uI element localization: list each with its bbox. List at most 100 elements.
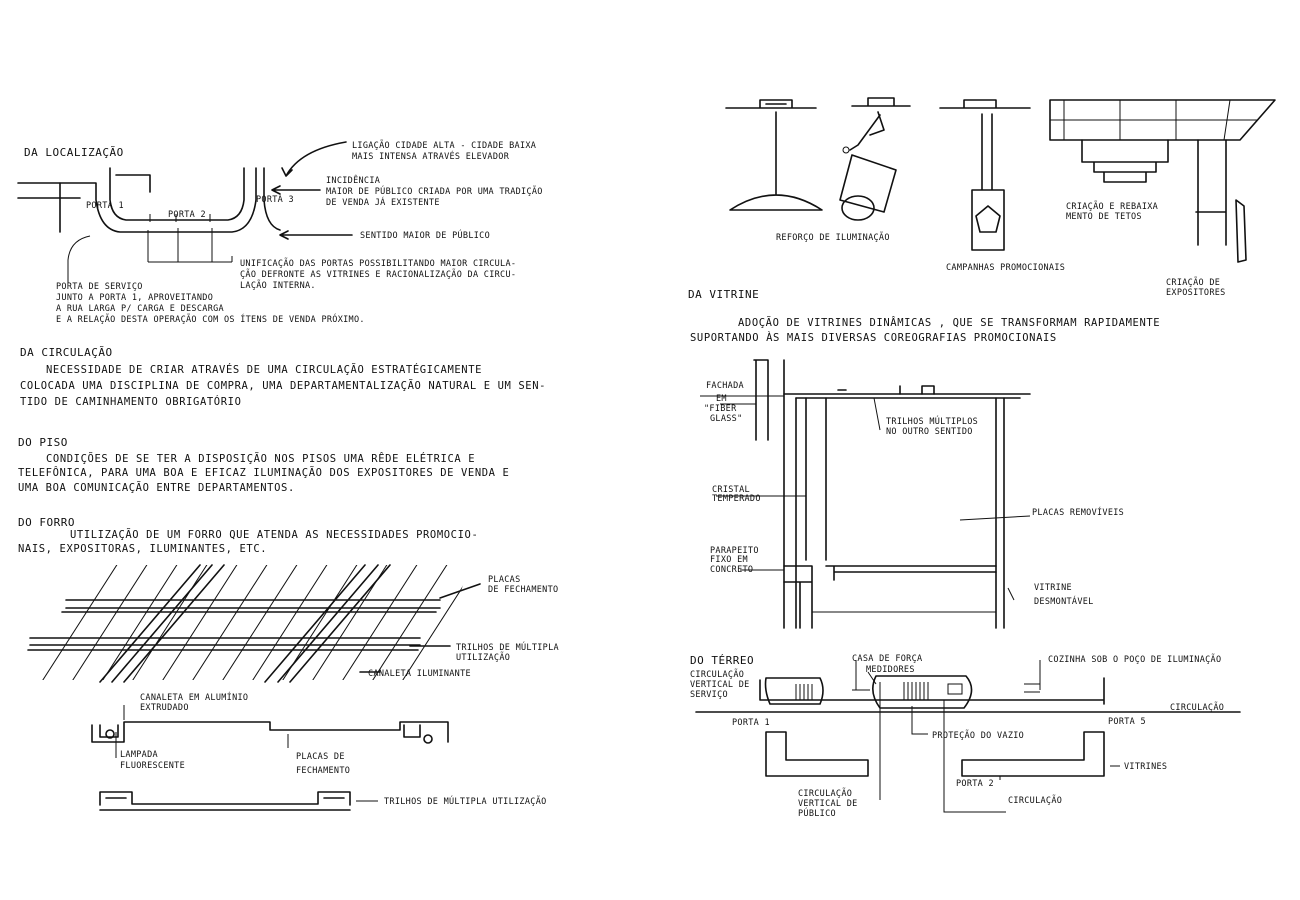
label-trilhos-multipla-utilizacao: TRILHOS DE MÚLTIPLA UTILIZAÇÃO [384, 795, 547, 807]
label-circulacao-bottom: CIRCULAÇÃO [1008, 795, 1062, 806]
rail-detail-sketch [99, 791, 378, 811]
label-lampada: LAMPADA FLUORESCENTE [120, 750, 185, 771]
svg-text:MAIOR DE PÚBLICO CRIADA POR: MAIOR DE PÚBLICO CRIADA POR UMA TRADIÇÃO [326, 185, 543, 197]
svg-text:LIGAÇÃO CIDADE ALTA - CIDADE: LIGAÇÃO CIDADE ALTA - CIDADE BAIXA [352, 140, 536, 151]
label-placas-removiveis: PLACAS REMOVÍVEIS [1032, 506, 1124, 518]
label-terreo-porta-1: PORTA 1 [732, 718, 770, 728]
svg-text:PLACAS: PLACAS [488, 575, 521, 585]
svg-text:CIRCULAÇÃO: CIRCULAÇÃO [690, 669, 744, 680]
label-vitrine-desmontavel: VITRINE DESMONTÁVEL [1034, 583, 1094, 607]
svg-text:VERTICAL DE: VERTICAL DE [798, 799, 858, 809]
svg-text:EXTRUDADO: EXTRUDADO [140, 703, 189, 713]
heading-circulacao: DA CIRCULAÇÃO [20, 346, 113, 359]
label-parapeito-concreto: PARAPEITO FIXO EM CONCRETO [710, 546, 759, 575]
svg-text:PARAPEITO: PARAPEITO [710, 546, 759, 556]
svg-text:MAIS INTENSA ATRAVÉS ELEVAD: MAIS INTENSA ATRAVÉS ELEVADOR [352, 150, 510, 162]
svg-text:FACHADA: FACHADA [706, 381, 744, 391]
svg-text:TIDO DE CAMINHAMENTO OBR: TIDO DE CAMINHAMENTO OBRIGATÓRIO [20, 395, 242, 408]
svg-text:DE FECHAMENTO: DE FECHAMENTO [488, 585, 558, 595]
label-rebaixamento-tetos: CRIAÇÃO E REBAIXA MENTO DE TETOS [1066, 201, 1158, 222]
svg-text:CRIAÇÃO E REBAIXA: CRIAÇÃO E REBAIXA [1066, 201, 1158, 212]
ceiling-perspective-sketch [27, 564, 481, 683]
label-terreo-porta-5: PORTA 5 [1108, 717, 1146, 727]
svg-text:"FIBER: "FIBER [704, 404, 737, 414]
lighting-sketch-pendant [725, 99, 823, 211]
label-circulacao-right: CIRCULAÇÃO [1170, 702, 1224, 713]
svg-text:COLOCADA UMA DISCIPLINA DE: COLOCADA UMA DISCIPLINA DE COMPRA, UMA D… [20, 379, 546, 392]
label-casa-forca: CASA DE FORÇA [852, 654, 922, 664]
svg-text:A RUA LARGA P/ CARGA E DE: A RUA LARGA P/ CARGA E DESCARGA [56, 304, 224, 314]
vitrine-section-sketch [700, 359, 1031, 629]
label-canaleta-iluminante: CANALETA ILUMINANTE [368, 669, 471, 679]
label-cozinha: COZINHA SOB O POÇO DE ILUMINAÇÃO [1048, 654, 1221, 665]
vitrine-body: ADOÇÃO DE VITRINES DINÂMICAS , QUE SE TR… [690, 316, 1160, 344]
svg-text:CANALETA EM ALUMÍNIO: CANALETA EM ALUMÍNIO [140, 691, 248, 703]
heading-localizacao: DA LOCALIZAÇÃO [24, 146, 124, 159]
heading-terreo: DO TÉRREO [690, 654, 754, 667]
heading-vitrine: DA VITRINE [688, 288, 759, 301]
svg-text:SERVIÇO: SERVIÇO [690, 690, 728, 700]
svg-text:JUNTO A PORTA 1, APROVEITAND: JUNTO A PORTA 1, APROVEITANDO [56, 293, 213, 303]
label-trilhos-multiplos: TRILHOS MÚLTIPLOS NO OUTRO SENTIDO [886, 415, 978, 437]
promo-sketch-hanger [939, 99, 1031, 251]
svg-text:GLASS": GLASS" [710, 414, 743, 424]
label-canaleta-aluminio: CANALETA EM ALUMÍNIO EXTRUDADO [140, 691, 248, 713]
svg-text:CRISTAL: CRISTAL [712, 485, 750, 495]
label-trilhos-multipla: TRILHOS DE MÚLTIPLA UTILIZAÇÃO [456, 641, 559, 663]
forro-body: UTILIZAÇÃO DE UM FORRO QUE ATENDA AS NEC… [18, 528, 478, 555]
localizacao-note-incidencia: INCIDÊNCIA MAIOR DE PÚBLICO CRIADA POR U… [326, 174, 543, 208]
svg-text:UMA BOA COMUNICAÇÃO ENTRE: UMA BOA COMUNICAÇÃO ENTRE DEPARTAMENTOS. [18, 481, 295, 494]
svg-text:UTILIZAÇÃO DE UM FORRO: UTILIZAÇÃO DE UM FORRO QUE ATENDA AS NEC… [70, 528, 478, 541]
svg-text:PORTA DE SERVIÇO: PORTA DE SERVIÇO [56, 282, 143, 292]
label-campanhas-promocionais: CAMPANHAS PROMOCIONAIS [946, 263, 1065, 273]
svg-text:FIXO EM: FIXO EM [710, 555, 748, 565]
svg-text:TRILHOS MÚLTIPLOS: TRILHOS MÚLTIPLOS [886, 415, 978, 427]
svg-text:CONCRETO: CONCRETO [710, 565, 753, 575]
svg-text:VERTICAL DE: VERTICAL DE [690, 680, 750, 690]
svg-text:FLUORESCENTE: FLUORESCENTE [120, 761, 185, 771]
svg-text:NO OUTRO SENTIDO: NO OUTRO SENTIDO [886, 427, 973, 437]
svg-text:DESMONTÁVEL: DESMONTÁVEL [1034, 595, 1094, 607]
svg-text:VITRINE: VITRINE [1034, 583, 1072, 593]
svg-text:CRIAÇÃO DE: CRIAÇÃO DE [1166, 277, 1220, 288]
svg-text:MENTO DE TETOS: MENTO DE TETOS [1066, 212, 1142, 222]
label-fachada-fiberglass: FACHADA EM "FIBER GLASS" [704, 381, 744, 424]
svg-text:DE VENDA JÁ EXISTENTE: DE VENDA JÁ EXISTENTE [326, 196, 440, 208]
piso-body: CONDIÇÕES DE SE TER A DISPOSIÇÃO NOS PIS… [18, 452, 509, 494]
svg-text:UNIFICAÇÃO DAS PORTAS POSSIB: UNIFICAÇÃO DAS PORTAS POSSIBILITANDO MAI… [240, 258, 516, 269]
label-circ-vertical-publico: CIRCULAÇÃO VERTICAL DE PÚBLICO [798, 788, 858, 819]
svg-text:UTILIZAÇÃO: UTILIZAÇÃO [456, 652, 510, 663]
ground-floor-plan-sketch [695, 660, 1241, 813]
label-sentido-maior: SENTIDO MAIOR DE PÚBLICO [360, 229, 490, 241]
svg-text:TRILHOS DE MÚLTIPLA: TRILHOS DE MÚLTIPLA [456, 641, 559, 653]
label-criacao-expositores: CRIAÇÃO DE EXPOSITORES [1166, 277, 1225, 298]
label-porta-3: PORTA 3 [256, 195, 294, 205]
location-plan-sketch: PORTA 1 PORTA 2 PORTA 3 [17, 141, 353, 283]
label-porta-1: PORTA 1 [86, 201, 124, 211]
label-placas-fechamento: PLACAS DE FECHAMENTO [488, 575, 558, 595]
svg-text:LAÇÃO INTERNA.: LAÇÃO INTERNA. [240, 280, 316, 291]
svg-text:EM: EM [716, 394, 727, 404]
svg-text:LAMPADA: LAMPADA [120, 750, 158, 760]
svg-text:PÚBLICO: PÚBLICO [798, 807, 836, 819]
svg-text:SUPORTANDO ÀS MAIS DIVER: SUPORTANDO ÀS MAIS DIVERSAS COREOGRAFIAS… [690, 331, 1057, 344]
ceiling-drop-sketch [1049, 99, 1276, 263]
svg-text:FECHAMENTO: FECHAMENTO [296, 766, 350, 776]
label-porta-2: PORTA 2 [168, 210, 206, 220]
localizacao-note-servico: PORTA DE SERVIÇO JUNTO A PORTA 1, APROVE… [56, 282, 365, 325]
svg-text:NAIS, EXPOSITORAS, ILUMINANT: NAIS, EXPOSITORAS, ILUMINANTES, ETC. [18, 543, 267, 555]
circulacao-body: NECESSIDADE DE CRIAR ATRAVÉS DE UMA CIRC… [20, 363, 546, 408]
label-reforco-iluminacao: REFORÇO DE ILUMINAÇÃO [776, 232, 890, 243]
label-cristal-temperado: CRISTAL TEMPERADO [712, 485, 761, 504]
svg-text:CONDIÇÕES DE SE TER A: CONDIÇÕES DE SE TER A DISPOSIÇÃO NOS PIS… [46, 452, 475, 465]
svg-text:E A RELAÇÃO DESTA OPERAÇÃO: E A RELAÇÃO DESTA OPERAÇÃO COM OS ÍTENS … [56, 313, 365, 325]
label-circ-vertical-servico: CIRCULAÇÃO VERTICAL DE SERVIÇO [690, 669, 750, 700]
svg-text:NECESSIDADE DE CRIAR ATR: NECESSIDADE DE CRIAR ATRAVÉS DE UMA CIRC… [46, 363, 482, 376]
label-medidores: MEDIDORES [866, 665, 915, 675]
localizacao-note-unificacao: UNIFICAÇÃO DAS PORTAS POSSIBILITANDO MAI… [240, 258, 516, 291]
svg-text:CIRCULAÇÃO: CIRCULAÇÃO [798, 788, 852, 799]
svg-text:ADOÇÃO DE VITRINES DINÂMI: ADOÇÃO DE VITRINES DINÂMICAS , QUE SE TR… [738, 316, 1160, 329]
svg-text:TEMPERADO: TEMPERADO [712, 494, 761, 504]
label-protecao-vazio: PROTEÇÃO DO VAZIO [932, 730, 1024, 741]
